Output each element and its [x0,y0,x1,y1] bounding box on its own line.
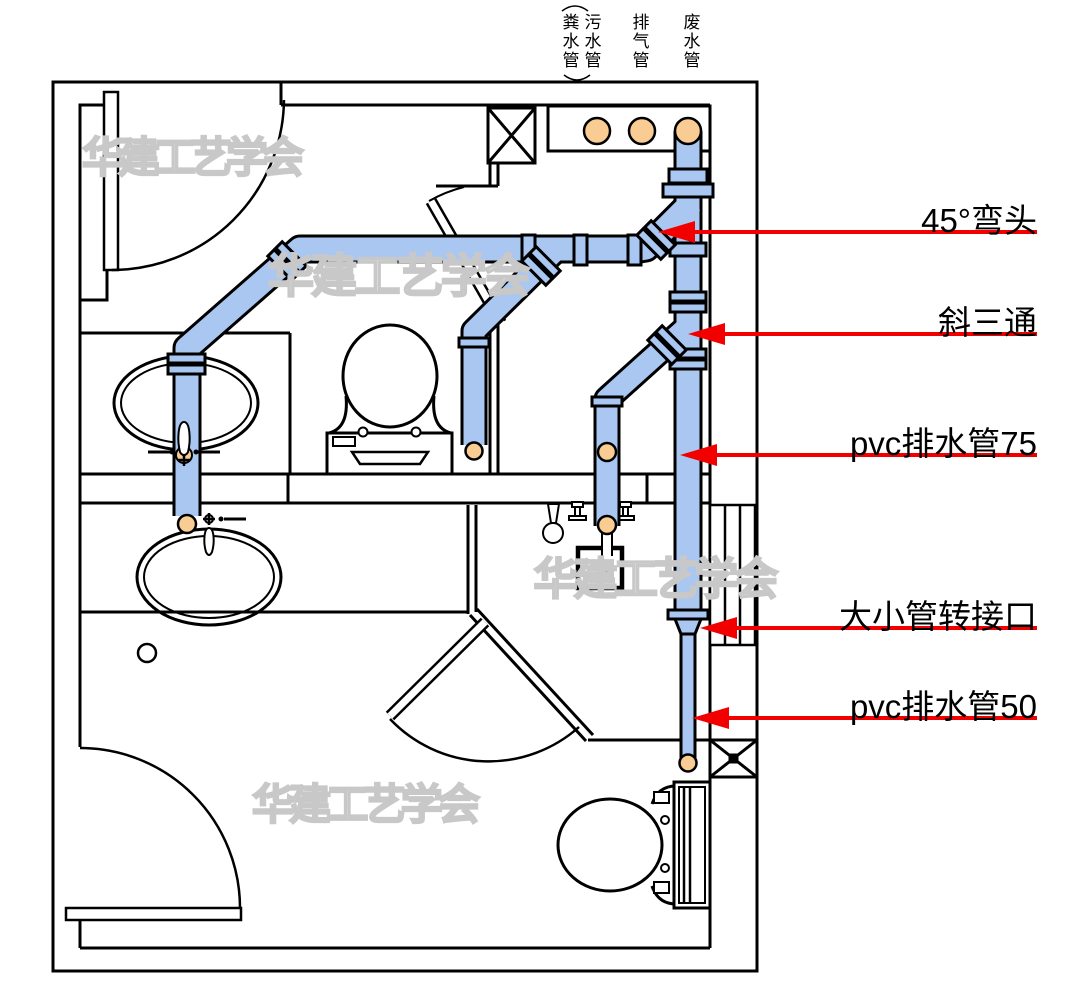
pipe-sleeve [596,441,618,463]
door-bottom-left [64,746,243,922]
pipe-fittings [166,167,715,636]
callout-elbow45: 45°弯头 [921,202,1037,239]
arrowhead [680,444,717,466]
coupling [166,352,207,365]
pipe-caps [176,441,698,773]
leader-pipe50 [692,707,1037,729]
upper-toilet [325,323,454,476]
upper-sink-faucet [148,420,220,466]
branch-rings [527,244,563,280]
faucet-symbols [148,420,246,556]
riser-label-vent: 排气管 [632,13,650,70]
door-swing-arc [111,99,286,272]
hub-fitting [661,182,715,199]
waste-riser-section [673,116,703,146]
watermarks: 华建工艺学会 华建工艺学会 华建工艺学会 华建工艺学会 [81,133,780,829]
door-swing-arc [389,718,580,763]
elbow-rings [273,239,309,275]
pipe-sleeve [596,514,618,536]
coupling [572,233,589,267]
hose-loop-icon [542,503,564,544]
pipe-shaft-top [486,106,537,165]
door-leaf [102,90,120,272]
callout-oblique-tee: 斜三通 [938,304,1037,341]
label-braces [561,5,591,81]
leader-adapter [700,617,1037,639]
arrowhead [658,221,695,243]
coupling [668,290,708,303]
soil-riser-section [582,116,612,146]
hub-fitting [667,167,709,185]
door-swing-arc [79,746,242,909]
arrowhead [700,617,737,639]
elbow-rings [265,247,301,283]
watermark-text: 华建工艺学会 [82,134,304,181]
pipe-cap [464,441,484,461]
callout-leaders [658,221,1037,729]
reducer-body [672,617,704,636]
riser-label-sewage: 污水管 [584,13,602,70]
walls [51,80,759,973]
vent-riser-section [627,116,657,146]
riser-section-circles [582,116,703,146]
pipes [166,116,715,773]
wall-taps [542,501,635,544]
watermark-text: 华建工艺学会 [534,555,779,604]
elbow45-rings [634,226,670,262]
coupling [668,358,708,371]
pipe-cap [678,753,698,773]
coupling [457,336,491,349]
coupling [626,233,643,267]
leader-elbow45 [658,221,1037,243]
tap-icon [568,501,587,521]
trap-connector [601,522,613,572]
branch-rings [519,252,555,288]
tee-rings [653,323,689,359]
lower-sink-faucet [203,513,246,556]
door-swing-arc [428,186,465,202]
leader-oblique-tee [688,323,1037,345]
coupling [590,395,624,408]
door-leaf [64,906,243,922]
tap-icon [616,501,635,521]
tee-rings [645,331,681,367]
door-top-left [102,90,286,272]
arrowhead [688,323,725,345]
soil-branch-pipe [463,241,565,445]
watermark-text: 华建工艺学会 [252,781,480,828]
coupling [166,363,207,376]
floor-drain-box [575,545,625,591]
pipe-cap [176,513,198,535]
callout-pipe50: pvc排水管50 [849,688,1037,725]
lower-toilet [556,780,712,910]
callout-pipe75: pvc排水管75 [849,425,1037,462]
riser-label-soil-main: 粪水管 [562,13,580,70]
pipe-shaft-bottom [708,738,759,779]
riser-label-waste: 废水管 [683,13,701,70]
arrowhead [692,707,729,729]
floor-drain-small [136,642,158,664]
leader-pipe75 [680,444,1037,466]
watermark-text: 华建工艺学会 [268,250,530,302]
callout-adapter: 大小管转接口 [839,598,1037,635]
coupling [668,301,708,314]
door-lower-middle [385,617,580,763]
